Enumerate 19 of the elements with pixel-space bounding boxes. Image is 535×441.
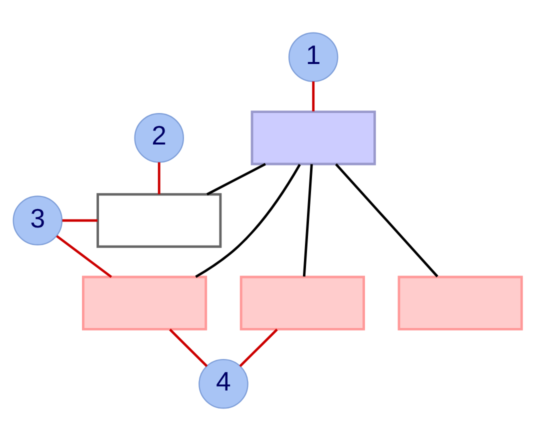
node-circle: 2 — [134, 113, 184, 163]
connector — [335, 163, 438, 278]
node-box — [250, 110, 376, 166]
connector — [239, 328, 278, 367]
node-box — [82, 276, 208, 330]
connector — [56, 235, 112, 278]
node-circle: 3 — [12, 196, 63, 246]
connector — [302, 164, 313, 277]
connector — [312, 81, 315, 112]
connector — [62, 219, 98, 222]
node-circle: 4 — [198, 358, 248, 409]
node-box — [398, 276, 523, 330]
connector — [158, 162, 160, 194]
connector — [195, 164, 301, 278]
node-box — [240, 276, 365, 330]
connector — [169, 328, 208, 367]
node-box — [96, 193, 222, 248]
node-circle: 1 — [288, 32, 338, 82]
connector — [206, 162, 266, 196]
